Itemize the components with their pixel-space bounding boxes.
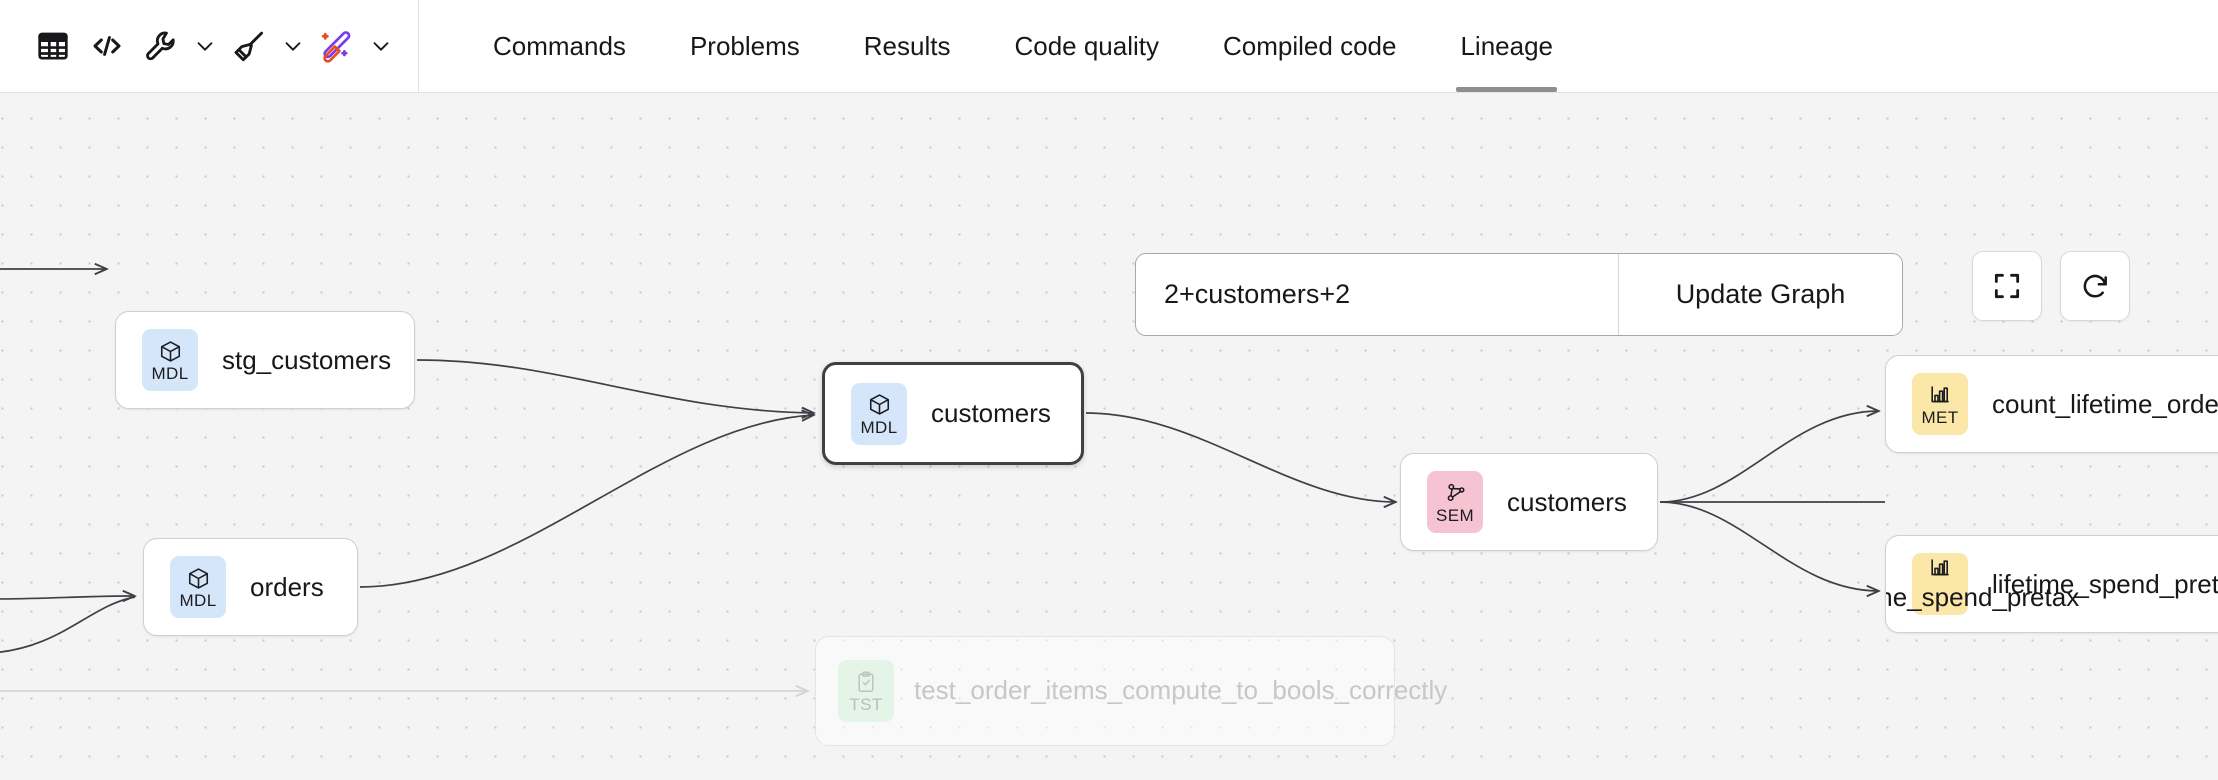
chevron-down-icon[interactable] bbox=[276, 24, 310, 68]
editor-tabs: Commands Problems Results Code quality C… bbox=[419, 0, 1585, 92]
lineage-node-customers-model[interactable]: MDL customers bbox=[822, 362, 1084, 465]
magic-wand-icon[interactable] bbox=[310, 19, 364, 73]
lineage-node-test-order-items[interactable]: TST test_order_items_compute_to_bools_co… bbox=[815, 636, 1448, 746]
node-label: stg_customers bbox=[222, 344, 392, 375]
lineage-canvas[interactable]: MDL stg_customers MDL orders bbox=[0, 93, 2218, 780]
node-label: orders bbox=[250, 571, 324, 602]
table-view-icon[interactable] bbox=[26, 19, 80, 73]
tab-results[interactable]: Results bbox=[832, 0, 983, 92]
lineage-node-orders[interactable]: MDL orders bbox=[143, 538, 358, 636]
graph-control-buttons bbox=[1972, 251, 2130, 321]
tab-code-quality[interactable]: Code quality bbox=[982, 0, 1191, 92]
tab-label: Code quality bbox=[1014, 30, 1160, 61]
editor-toolbar bbox=[0, 0, 419, 92]
graph-selector-bar: Update Graph bbox=[1135, 253, 1903, 336]
wrench-icon[interactable] bbox=[134, 19, 188, 73]
badge-label: SEM bbox=[1435, 506, 1475, 525]
node-label: customers bbox=[1507, 486, 1627, 517]
badge-label: MDL bbox=[151, 364, 189, 383]
build-tool-group bbox=[134, 19, 222, 73]
tab-label: Compiled code bbox=[1223, 30, 1397, 61]
lineage-node-customers-semantic[interactable]: SEM customers bbox=[1400, 453, 1658, 551]
node-type-badge-sem: SEM bbox=[1427, 471, 1483, 533]
lineage-node-count-lifetime-orders[interactable]: MET count_lifetime_orders bbox=[1885, 355, 2218, 453]
network-icon bbox=[1443, 480, 1468, 506]
fit-to-screen-button[interactable] bbox=[1972, 251, 2042, 321]
node-label: lifetime_spend_pretax bbox=[1886, 582, 2080, 612]
badge-label: MDL bbox=[179, 591, 217, 610]
node-type-badge-mdl: MDL bbox=[851, 382, 907, 445]
lineage-node-lifetime-spend-pretax[interactable]: lifetime_spend_pretax lifetime_spend_pre… bbox=[1885, 535, 2218, 633]
cube-icon bbox=[867, 392, 892, 418]
node-type-badge-mdl: MDL bbox=[142, 329, 198, 391]
tab-lineage[interactable]: Lineage bbox=[1428, 0, 1585, 92]
cube-icon bbox=[158, 338, 183, 364]
clipboard-check-icon bbox=[854, 669, 878, 695]
node-label: customers bbox=[931, 398, 1051, 428]
tab-commands[interactable]: Commands bbox=[461, 0, 658, 92]
node-type-badge-met: lifetime_spend_pretax bbox=[1886, 553, 2079, 615]
node-type-badge-mdl: MDL bbox=[170, 556, 226, 618]
bar-chart-icon bbox=[1928, 555, 1952, 581]
format-tool-group bbox=[222, 19, 310, 73]
chevron-down-icon[interactable] bbox=[364, 24, 398, 68]
node-label: lifetime_spend_pretax bbox=[1992, 568, 2218, 599]
lineage-edges bbox=[0, 93, 1885, 780]
cube-icon bbox=[186, 565, 211, 591]
tab-label: Results bbox=[863, 30, 951, 61]
bar-chart-icon bbox=[1928, 382, 1952, 408]
reset-graph-button[interactable] bbox=[2060, 251, 2130, 321]
node-label: test_order_items_compute_to_bools_correc… bbox=[914, 675, 1448, 706]
lineage-node-stg-customers[interactable]: MDL stg_customers bbox=[115, 311, 415, 409]
ai-assist-group bbox=[310, 19, 398, 73]
editor-header: Commands Problems Results Code quality C… bbox=[0, 0, 2218, 93]
graph-selector-input[interactable] bbox=[1136, 254, 1618, 335]
tab-label: Problems bbox=[689, 30, 800, 61]
code-icon[interactable] bbox=[80, 19, 134, 73]
tab-problems[interactable]: Problems bbox=[658, 0, 832, 92]
tab-underline bbox=[1456, 87, 1557, 92]
node-type-badge-tst: TST bbox=[838, 660, 894, 722]
tab-label: Lineage bbox=[1460, 30, 1553, 61]
update-graph-button[interactable]: Update Graph bbox=[1618, 254, 1902, 335]
badge-label: TST bbox=[849, 695, 883, 714]
badge-label: MET bbox=[1921, 408, 1959, 427]
tab-label: Commands bbox=[493, 30, 626, 61]
broom-icon[interactable] bbox=[222, 19, 276, 73]
tab-compiled-code[interactable]: Compiled code bbox=[1191, 0, 1428, 92]
chevron-down-icon[interactable] bbox=[188, 24, 222, 68]
node-label: count_lifetime_orders bbox=[1992, 388, 2218, 419]
badge-label: MDL bbox=[860, 417, 898, 437]
node-type-badge-met: MET bbox=[1912, 373, 1968, 435]
